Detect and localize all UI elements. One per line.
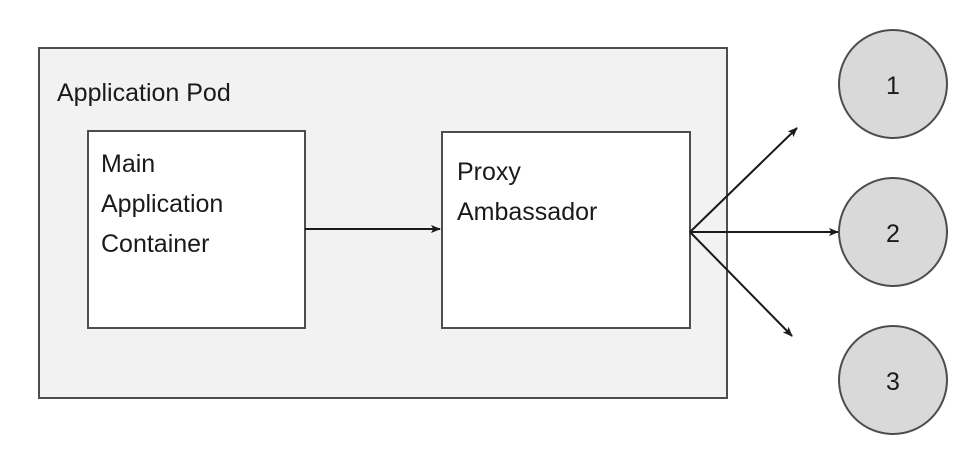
main-application-container-box xyxy=(87,130,306,329)
proxy-ambassador-box xyxy=(441,131,691,329)
edge-proxy-to-endpoint-1 xyxy=(689,127,798,233)
endpoint-circle-1 xyxy=(838,29,948,139)
main-application-container-line-2: Application xyxy=(101,190,223,218)
endpoint-circle-2 xyxy=(838,177,948,287)
proxy-ambassador-line-2: Ambassador xyxy=(457,198,597,226)
endpoint-label-2: 2 xyxy=(886,220,900,248)
main-application-container-line-1: Main xyxy=(101,150,155,178)
main-application-container-line-3: Container xyxy=(101,230,209,258)
endpoint-label-3: 3 xyxy=(886,368,900,396)
endpoint-label-1: 1 xyxy=(886,72,900,100)
endpoint-circle-3 xyxy=(838,325,948,435)
proxy-ambassador-line-1: Proxy xyxy=(457,158,521,186)
application-pod-label: Application Pod xyxy=(57,79,231,107)
edge-proxy-to-endpoint-3 xyxy=(689,231,793,337)
